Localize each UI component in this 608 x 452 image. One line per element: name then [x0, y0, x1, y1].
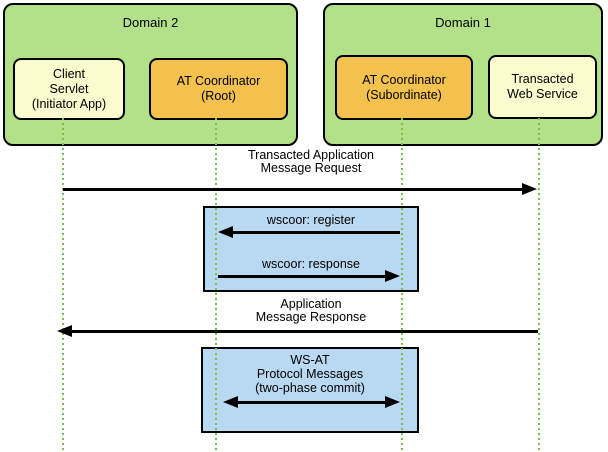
- protocol-box-registration: wscoor: register wscoor: response: [203, 206, 419, 292]
- lifeline-transacted-web-service: [538, 118, 540, 452]
- arrow-request: [63, 183, 537, 195]
- message-label-request: Transacted Application Message Request: [247, 148, 374, 175]
- message-label-register-response: wscoor: response: [262, 257, 360, 271]
- client-servlet-label: Client Servlet (Initiator App): [31, 66, 107, 111]
- component-client-servlet: Client Servlet (Initiator App): [13, 58, 125, 120]
- arrow-register-response: [218, 270, 400, 282]
- protocol-box-ws-at: WS-AT Protocol Messages (two-phase commi…: [201, 347, 419, 433]
- message-label-app-response: Application Message Response: [255, 297, 367, 324]
- arrow-app-response: [57, 325, 538, 337]
- arrowhead-right-icon: [522, 183, 537, 195]
- arrow-shaft: [65, 329, 538, 333]
- at-coordinator-root-label: AT Coordinator (Root): [176, 74, 261, 103]
- message-label-register: wscoor: register: [266, 213, 356, 227]
- domain-1-title: Domain 1: [435, 15, 491, 30]
- message-label-ws-at: WS-AT Protocol Messages (two-phase commi…: [255, 353, 365, 395]
- at-coordinator-subordinate-label: AT Coordinator (Subordinate): [362, 72, 446, 102]
- arrow-shaft: [218, 274, 392, 278]
- arrow-register: [218, 226, 400, 238]
- domain-2-title: Domain 2: [122, 15, 179, 30]
- arrowhead-right-icon: [385, 270, 400, 282]
- lifeline-client-servlet: [62, 118, 64, 452]
- lifeline-at-coordinator-root: [215, 118, 217, 452]
- arrow-two-phase-commit: [223, 396, 400, 408]
- domain-box-2: Domain 2 Client Servlet (Initiator App) …: [3, 3, 298, 146]
- arrowhead-left-icon: [223, 396, 238, 408]
- component-transacted-web-service: Transacted Web Service: [488, 55, 597, 119]
- domain-box-1: Domain 1 AT Coordinator (Subordinate) Tr…: [323, 3, 603, 146]
- transacted-web-service-label: Transacted Web Service: [507, 72, 578, 101]
- component-at-coordinator-subordinate: AT Coordinator (Subordinate): [335, 55, 473, 120]
- arrow-shaft: [63, 187, 529, 191]
- arrowhead-left-icon: [57, 325, 72, 337]
- arrow-shaft: [231, 400, 392, 404]
- arrowhead-right-icon: [385, 396, 400, 408]
- lifeline-at-coordinator-subordinate: [401, 118, 403, 452]
- arrow-shaft: [226, 230, 400, 234]
- component-at-coordinator-root: AT Coordinator (Root): [149, 58, 288, 120]
- arrowhead-left-icon: [218, 226, 233, 238]
